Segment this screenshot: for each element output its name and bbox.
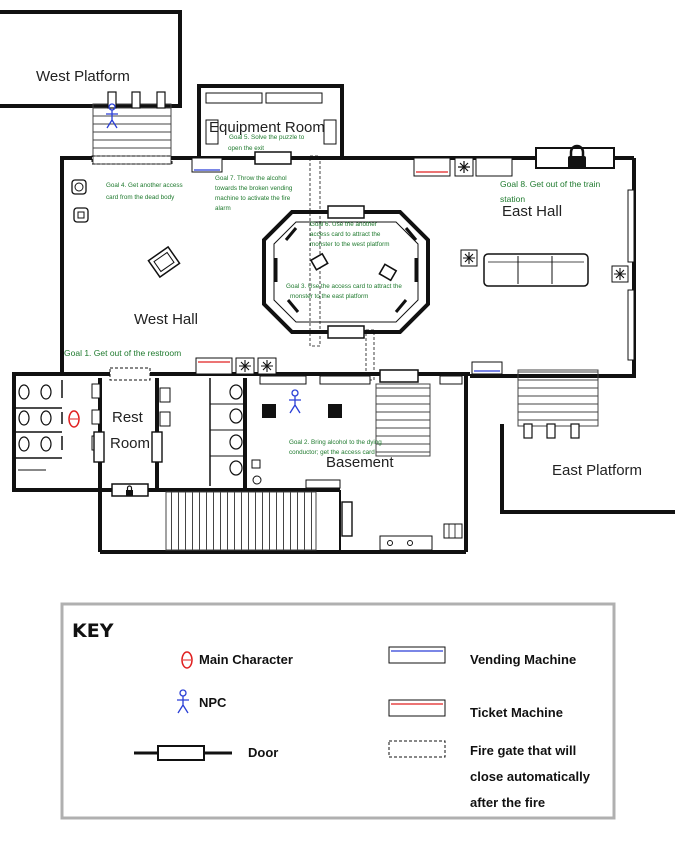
fan-icon [460,249,478,267]
west-platform-label: West Platform [36,68,130,85]
basement-stairs[interactable] [375,383,431,457]
legend-fire-gate: Fire gate that will [470,743,576,758]
goal-8: Goal 8. Get out of the train [500,179,600,189]
main-character-icon [181,651,193,669]
goal-2: Goal 2. Bring alcohol to the dying [289,439,382,446]
legend-title: KEY [72,620,114,642]
fire-gate [309,155,321,347]
hall-bottom-fixtures [195,357,463,385]
fan-icon [454,157,474,177]
ticket-machine[interactable] [413,157,451,177]
east-platform-label: East Platform [552,462,642,479]
goal-6: monster to the west platform [310,241,389,248]
goal-3: Goal 3. Use the access card to attract t… [286,283,402,290]
east-hall-label: East Hall [502,203,562,220]
goal-5: open the exit [228,145,264,152]
goal-4: card from the dead body [106,194,175,201]
npc-icon [106,103,118,129]
legend-main-character: Main Character [199,652,293,667]
fan-icon [257,357,277,375]
vending-machine[interactable] [471,361,503,375]
goal-6: Goal 6. Use the another [310,221,377,228]
legend-vending-machine: Vending Machine [470,652,576,667]
lower-stairs[interactable] [165,491,317,551]
rest-room-label: Room [110,435,150,452]
east-hall-bench [460,249,629,375]
goal-8: station [500,194,525,204]
npc-icon [289,389,301,414]
npc-icon [177,689,189,714]
legend-npc: NPC [199,695,227,710]
goal-7: machine to activate the fire [215,195,291,202]
basement [251,383,463,551]
door[interactable] [379,369,419,383]
equipment-room-label: Equipment Room [209,119,325,136]
legend-fire-gate: close automatically [470,769,591,784]
fire-gate [109,367,151,381]
goal-2: conductor; get the access card [289,449,375,456]
goal-5: Goal 5. Solve the puzzle to [229,134,305,141]
fan-icon [611,265,629,283]
central-platform [262,205,430,381]
west-hall-label: West Hall [134,311,198,328]
door[interactable] [327,205,365,219]
door[interactable] [341,501,353,537]
goal-7: towards the broken vending [215,185,293,192]
fire-gate-icon [388,740,446,758]
legend: KEY Main Character NPC Door Vending Mach… [60,602,616,820]
east-platform: East Platform [500,424,675,514]
west-hall-furniture [71,179,181,279]
goal-6: access card to attract the [310,231,381,238]
east-stairs[interactable] [517,369,599,439]
door-icon [134,745,232,761]
lock-icon [126,485,133,496]
basement-label: Basement [326,454,394,471]
legend-door: Door [248,745,278,760]
goal-1: Goal 1. Get out of the restroom [64,348,181,358]
goal-7: alarm [215,205,231,212]
restroom-fixtures [14,367,245,497]
legend-ticket-machine: Ticket Machine [470,705,563,720]
vending-machine[interactable] [191,157,223,173]
legend-fire-gate: after the fire [470,795,545,810]
goal-3: monster to the east platform [290,293,368,300]
vending-machine-icon [388,646,446,664]
west-platform: West Platform [0,10,182,108]
goal-7: Goal 7. Throw the alcohol [215,175,287,182]
top-wall-features [191,151,635,361]
main-character-icon [68,410,80,428]
exit-gate[interactable] [535,144,615,169]
door[interactable] [327,325,365,339]
ticket-machine[interactable] [195,357,233,375]
west-stairs[interactable] [92,91,172,165]
goal-4: Goal 4. Get another access [106,182,183,189]
fan-icon [235,357,255,375]
door[interactable] [254,151,292,165]
equipment-room: Equipment Room [197,84,344,158]
ticket-machine-icon [388,699,446,717]
rest-room-label: Rest [112,409,144,426]
